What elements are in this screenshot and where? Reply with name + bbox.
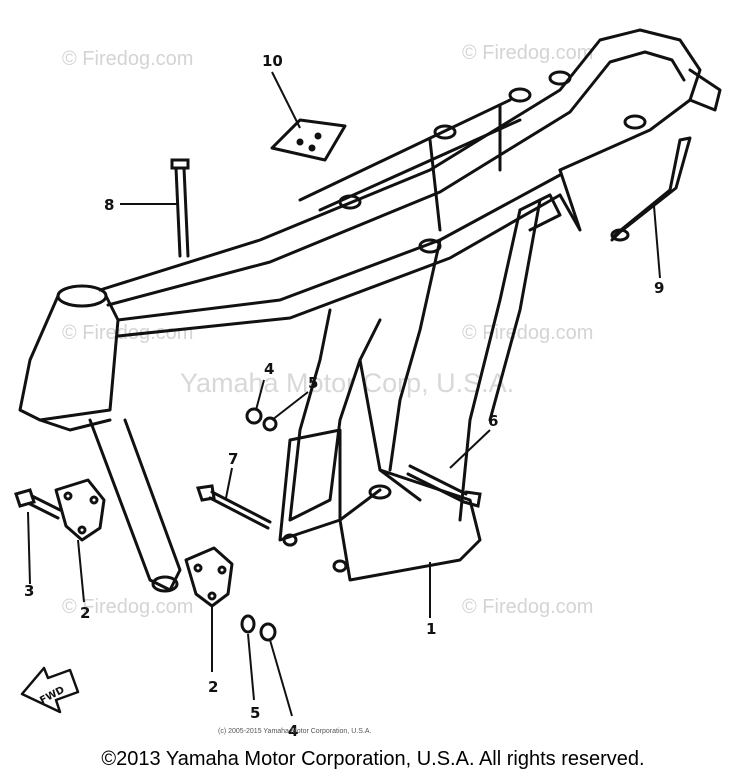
callout-1: 1 (426, 620, 436, 638)
part-2-left-plate (54, 478, 106, 542)
frame-engine-mount (278, 193, 562, 582)
callout-4-upper: 4 (264, 360, 274, 378)
callout-3: 3 (24, 582, 34, 600)
callout-5-upper: 5 (308, 374, 318, 392)
part-4-5-upper-washers (245, 407, 278, 432)
part-10-pad (270, 118, 347, 162)
part-7-bolt (196, 484, 272, 530)
callout-2-lower: 2 (208, 678, 218, 696)
callout-4-lower: 4 (288, 722, 298, 740)
callout-7: 7 (228, 450, 238, 468)
watermark-yamaha-corp: Yamaha Motor Corp, U.S.A. (180, 368, 515, 398)
fwd-arrow-icon: FWD (20, 666, 80, 714)
part-9-rear-stay (610, 136, 692, 242)
callout-6: 6 (488, 412, 498, 430)
frame-top-tubes (98, 28, 702, 338)
footer-copyright: ©2013 Yamaha Motor Corporation, U.S.A. A… (101, 748, 645, 770)
watermark-firedog-top-left: © Firedog.com (62, 48, 194, 70)
part-3-bolt (14, 488, 62, 520)
part-5-4-lower-washers (240, 614, 277, 642)
part-8-long-bolt (170, 158, 190, 258)
watermark-firedog-top-right: © Firedog.com (462, 42, 594, 64)
frame-steering-head (18, 284, 120, 432)
watermark-firedog-bottom-right: © Firedog.com (462, 596, 594, 618)
watermark-firedog-mid-right: © Firedog.com (462, 322, 594, 344)
frame-down-tube (88, 418, 182, 593)
callout-9: 9 (654, 279, 664, 297)
callout-5-lower: 5 (250, 704, 260, 722)
part-6-bolt (406, 464, 482, 508)
callout-8: 8 (104, 196, 114, 214)
callout-2-left: 2 (80, 604, 90, 622)
watermark-firedog-mid-left: © Firedog.com (62, 322, 194, 344)
frame-seat-rail (298, 68, 722, 254)
part-2-lower-plate (184, 546, 234, 608)
callout-10: 10 (262, 52, 283, 70)
small-copyright: (c) 2005-2015 Yamaha Motor Corporation, … (218, 728, 372, 735)
leader-lines (27, 71, 661, 717)
watermark-firedog-bottom-left: © Firedog.com (62, 596, 194, 618)
